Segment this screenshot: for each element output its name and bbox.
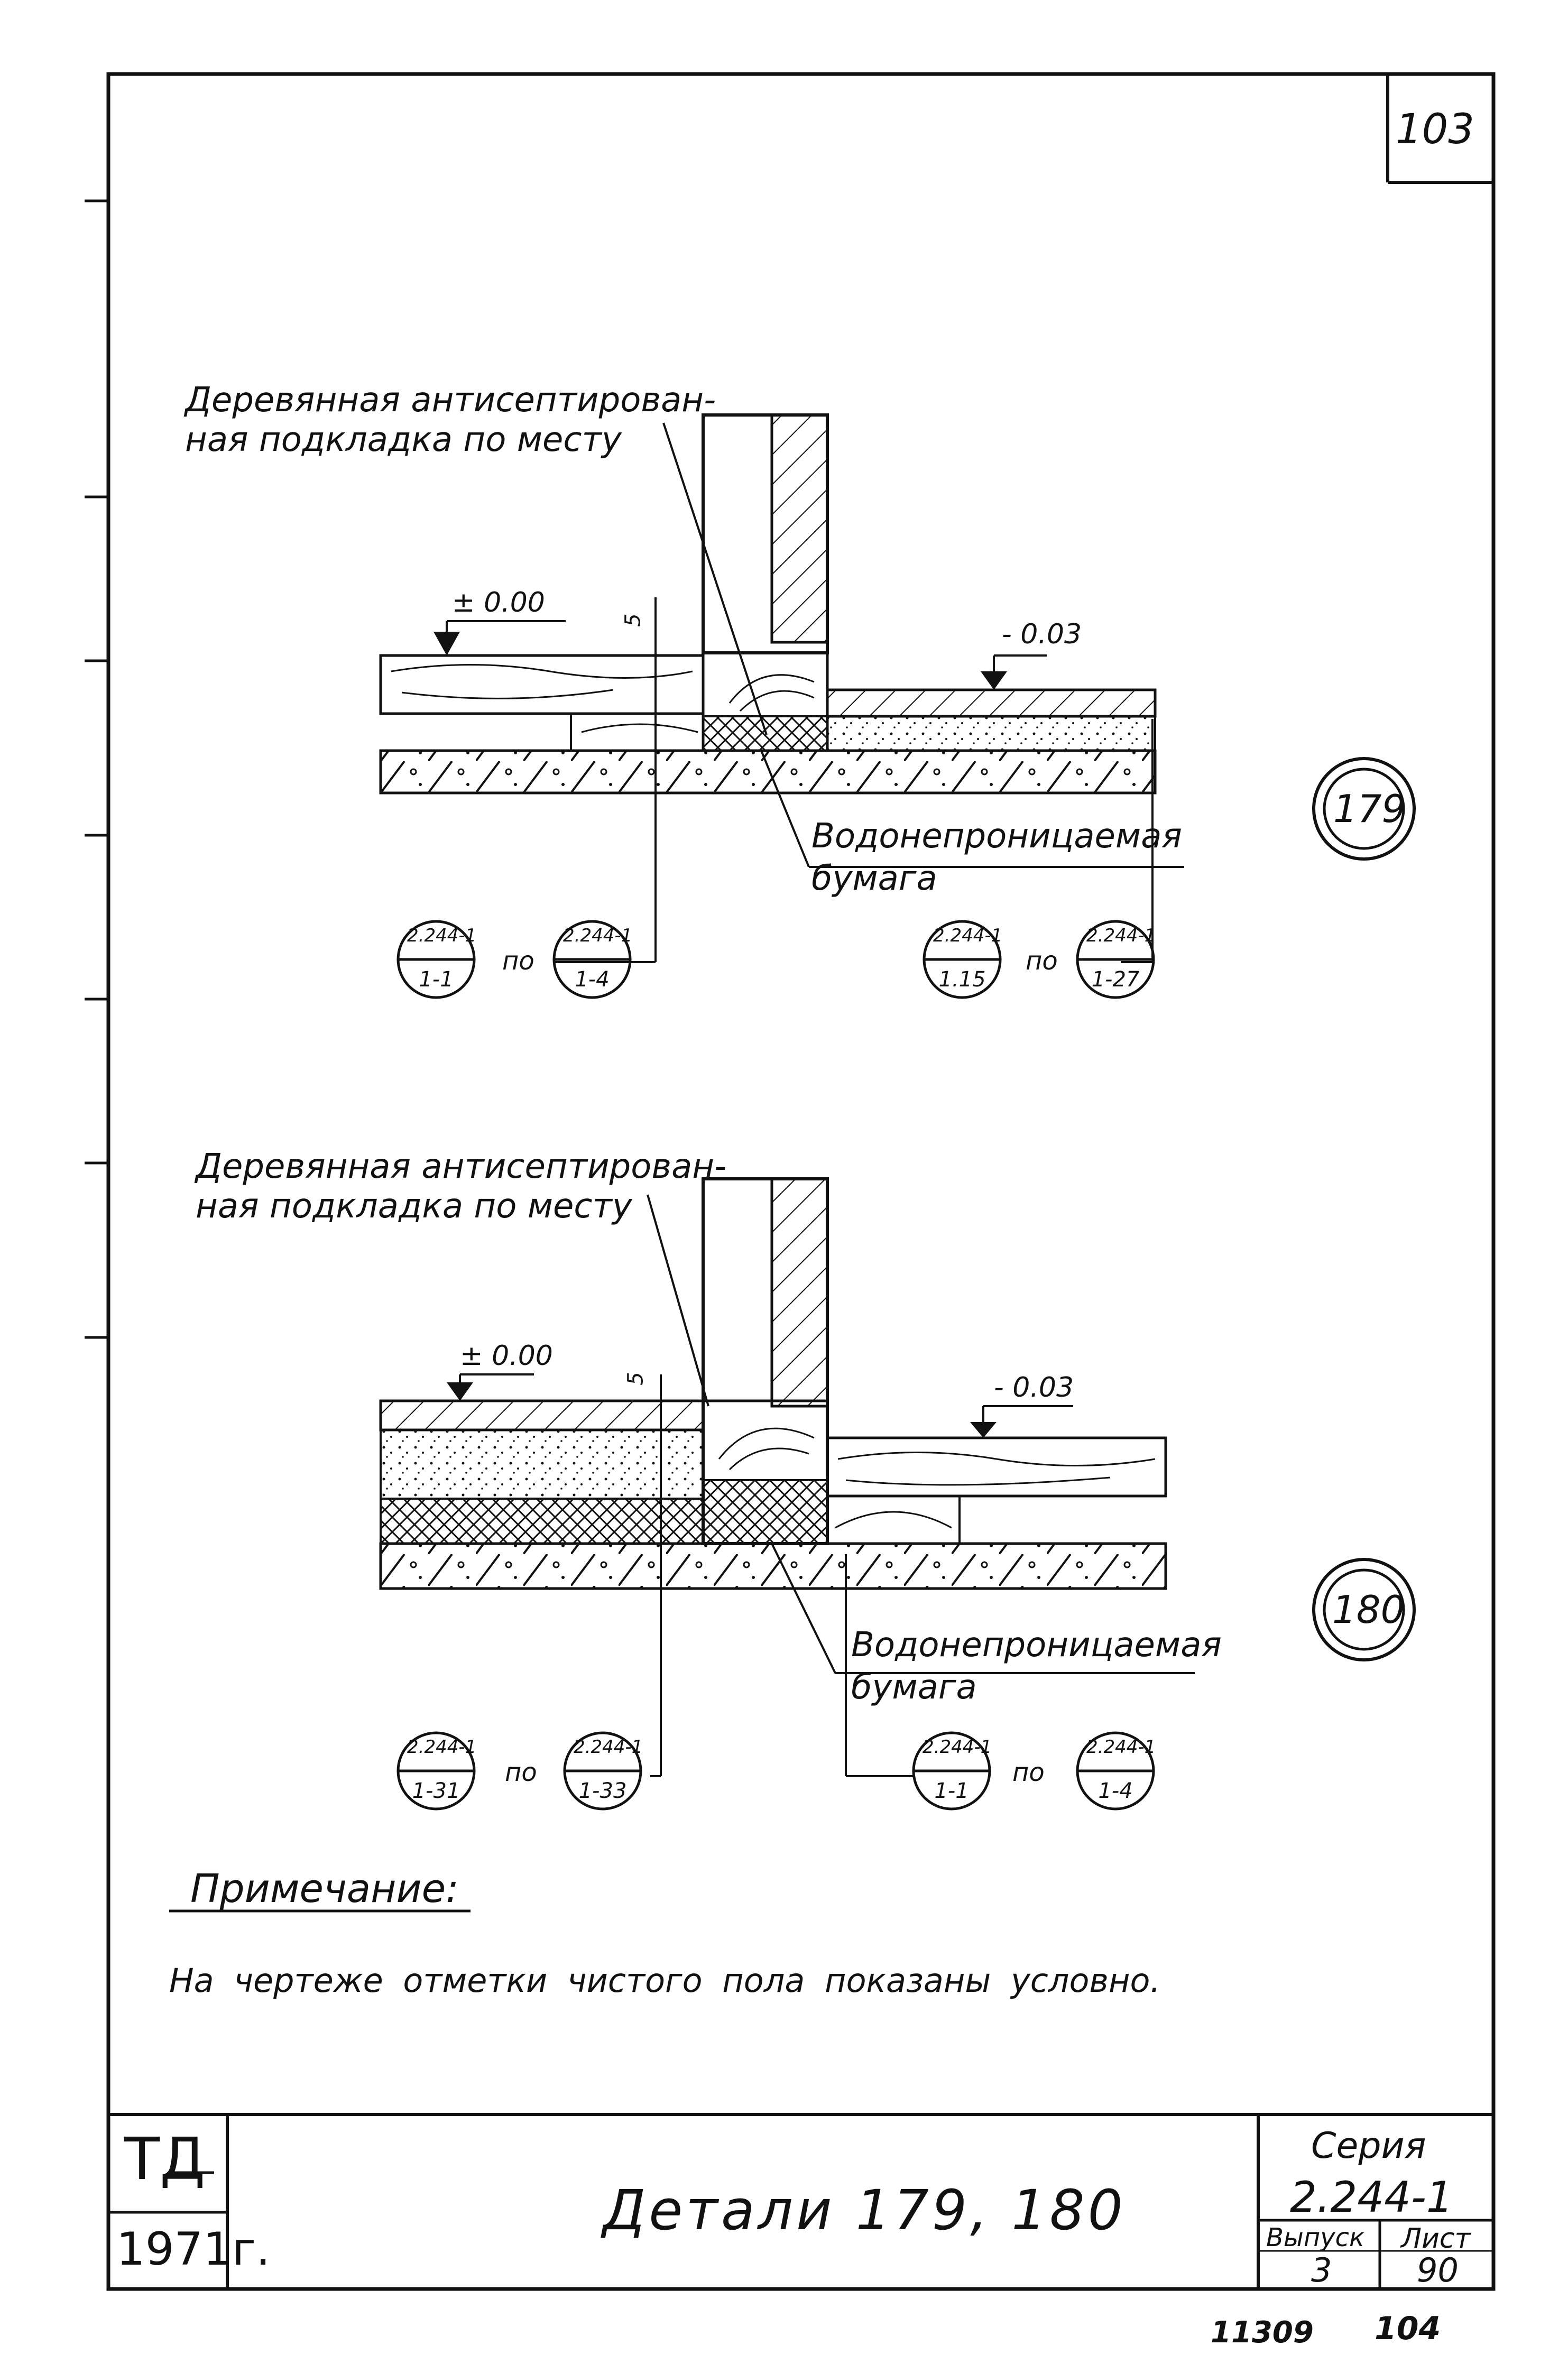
detail-179-label-line1: Деревянная антисептирован- <box>185 381 716 420</box>
sheet-frame <box>85 72 1496 2291</box>
detail-badge-179 <box>1312 757 1416 861</box>
detail-179-label-line2: ная подкладка по месту <box>185 420 622 459</box>
detail-179-mark-right: - 0.03 <box>1002 618 1082 650</box>
ref-179-left-to-bottom: 1-4 <box>575 967 610 992</box>
sheet-number-top: 103 <box>1396 106 1474 153</box>
series-value: 2.244-1 <box>1290 2173 1453 2222</box>
ref-180-left-to-bottom: 1-33 <box>578 1779 627 1803</box>
sheet-label: Лист <box>1401 2223 1471 2255</box>
detail-badge-180-number: 180 <box>1332 1587 1405 1632</box>
detail-179-label-bottom-line1: Водонепроницаемая <box>811 817 1182 856</box>
detail-180-section <box>379 1177 1195 1777</box>
ref-180-right-from-bottom: 1-1 <box>934 1779 969 1803</box>
org-mark: ТД <box>124 2125 206 2193</box>
ref-179-left-from-bottom: 1-1 <box>419 967 454 992</box>
issue-label: Выпуск <box>1266 2223 1364 2252</box>
note-text: На чертеже отметки чистого пола показаны… <box>169 1961 1161 2000</box>
detail-180-mark-right: - 0.03 <box>994 1372 1074 1404</box>
ref-179-right-from-bottom: 1.15 <box>938 967 986 992</box>
detail-180-label-line1: Деревянная антисептирован- <box>196 1147 727 1186</box>
footer-page: 104 <box>1375 2310 1441 2347</box>
ref-180-right-to-bottom: 1-4 <box>1098 1779 1133 1803</box>
detail-180-label-bottom-line2: бумага <box>851 1668 977 1707</box>
ref-circles-179 <box>396 920 1155 999</box>
issue-value: 3 <box>1311 2251 1332 2289</box>
ref-179-right-from-top: 2.244-1 <box>933 925 1003 946</box>
ref-180-right-word: по <box>1012 1758 1045 1787</box>
detail-179-mark-left: ± 0.00 <box>452 587 545 618</box>
detail-179-section <box>379 413 1184 963</box>
ref-179-right-to-bottom: 1-27 <box>1091 967 1140 992</box>
detail-180-gap: 5 <box>623 1372 648 1386</box>
footer-code: 11309 <box>1211 2315 1314 2350</box>
ref-179-left-to-top: 2.244-1 <box>563 925 633 946</box>
detail-180-label-bottom-line1: Водонепроницаемая <box>851 1626 1222 1665</box>
ref-179-left-from-top: 2.244-1 <box>407 925 477 946</box>
ref-180-left-from-bottom: 1-31 <box>412 1779 460 1803</box>
detail-badge-179-number: 179 <box>1333 787 1406 831</box>
ref-circles-180 <box>396 1731 1155 1811</box>
detail-badge-180 <box>1312 1558 1416 1661</box>
detail-180-mark-left: ± 0.00 <box>460 1340 553 1372</box>
ref-179-right-word: по <box>1026 946 1058 976</box>
detail-180-label-line2: ная подкладка по месту <box>196 1187 632 1226</box>
sheet-title: Детали 179, 180 <box>603 2178 1126 2242</box>
ref-180-left-to-top: 2.244-1 <box>574 1737 643 1758</box>
ref-180-left-word: по <box>505 1758 537 1787</box>
detail-179-label-bottom-line2: бумага <box>811 859 937 898</box>
sheet-value: 90 <box>1417 2251 1459 2289</box>
ref-180-right-to-top: 2.244-1 <box>1086 1737 1156 1758</box>
note-heading: Примечание: <box>190 1866 459 1912</box>
ref-179-right-to-top: 2.244-1 <box>1086 925 1156 946</box>
detail-179-gap: 5 <box>621 613 645 627</box>
year-label: 1971г. <box>116 2223 271 2276</box>
series-label: Серия <box>1311 2125 1426 2167</box>
ref-179-left-word: по <box>502 946 534 976</box>
ref-180-right-from-top: 2.244-1 <box>923 1737 992 1758</box>
ref-180-left-from-top: 2.244-1 <box>407 1737 477 1758</box>
